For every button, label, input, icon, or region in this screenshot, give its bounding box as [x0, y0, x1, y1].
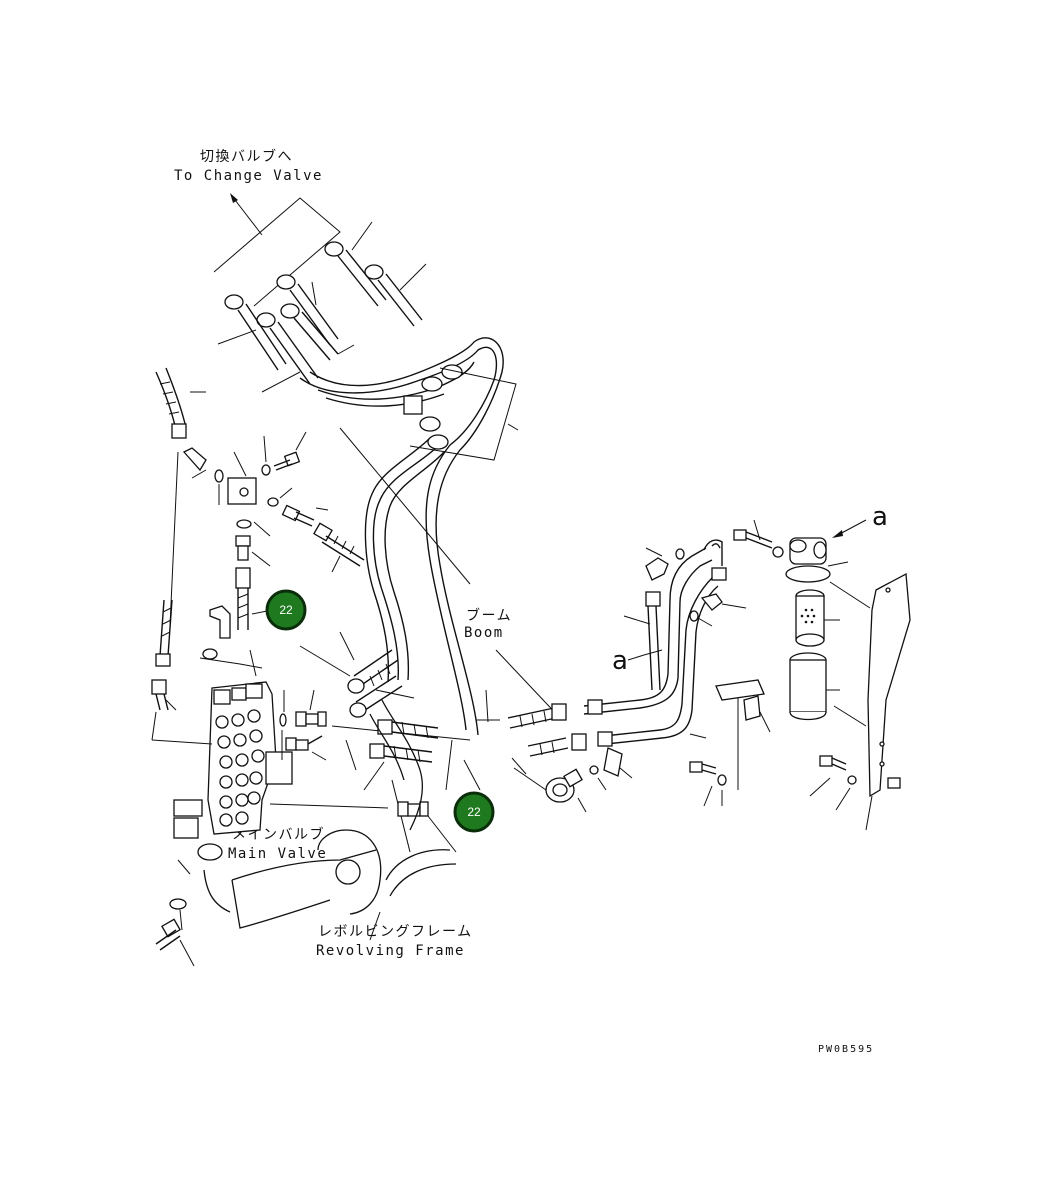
hose-clamp [421, 376, 443, 392]
hose-horizontal [369, 743, 433, 763]
filter-head [733, 519, 849, 583]
hose-to-filter [527, 733, 587, 757]
arrow-to-change-valve [230, 193, 263, 236]
hose-fitting-hatched [313, 522, 365, 567]
label-revolving-frame-jp: レボルビングフレーム [318, 924, 473, 940]
revolving-frame-outline [177, 699, 457, 941]
ref-a-top: a [872, 502, 888, 532]
straight-adapter [235, 535, 251, 561]
bolt [733, 529, 773, 549]
straight-fitting [295, 711, 327, 727]
washer [261, 464, 271, 476]
hose-to-filter [507, 703, 567, 729]
clamp-bracket [403, 395, 423, 415]
callout-number: 22 [467, 805, 481, 819]
union-fitting [397, 801, 429, 817]
ref-a-left: a [612, 646, 628, 676]
filter-case [789, 652, 840, 721]
callout-badge-22-lower[interactable]: 22 [453, 791, 495, 833]
elbow-fitting [182, 447, 207, 472]
label-to-change-valve: 切換バルブへ To Change Valve [174, 148, 323, 184]
swivel-joint [545, 768, 583, 803]
pipe-nut [711, 567, 727, 581]
right-hoses [476, 539, 727, 813]
elbow-fittings-right [645, 547, 747, 627]
ref-a-arrows [627, 519, 867, 661]
label-boom: ブーム Boom [464, 607, 512, 641]
label-revolving-frame-en: Revolving Frame [316, 943, 465, 959]
change-valve-hose-bundle [213, 197, 427, 393]
o-ring [267, 497, 279, 507]
side-bracket-plate [809, 572, 911, 831]
boom-hose-routes [299, 337, 563, 736]
center-hoses [299, 631, 481, 853]
main-valve-connectors [269, 689, 471, 809]
drain-fitting [155, 898, 195, 967]
hose-clamp [419, 416, 441, 432]
hose-end-fitting [171, 423, 187, 439]
hose-segments [237, 249, 423, 385]
washer [847, 775, 857, 785]
clamp-plate [603, 747, 623, 777]
callout-number: 22 [279, 603, 293, 617]
elbow-fitting [209, 605, 231, 639]
hose-fittings [224, 241, 384, 328]
pipe-a [623, 591, 661, 691]
o-ring [214, 469, 224, 483]
hose-clamp [441, 364, 463, 380]
label-boom-en: Boom [464, 625, 504, 641]
label-to-change-valve-en: To Change Valve [174, 168, 323, 184]
drawing-code: PW0B595 [818, 1044, 874, 1055]
label-revolving-frame: レボルビングフレーム Revolving Frame [316, 924, 473, 959]
bolt [819, 755, 847, 771]
pipe-nut [597, 731, 613, 747]
hose-clamp [427, 434, 449, 450]
filter-element [795, 589, 840, 647]
label-to-change-valve-jp: 切換バルブへ [200, 148, 293, 165]
label-main-valve-en: Main Valve [228, 846, 327, 862]
hose-horizontal [377, 719, 439, 739]
left-hose-assembly [151, 367, 365, 711]
washer [772, 546, 784, 558]
mount-bracket [689, 679, 771, 807]
hose-pair-diagonal [347, 649, 403, 718]
main-valve [151, 649, 293, 861]
bolt [273, 451, 301, 471]
o-ring [236, 519, 252, 529]
bolt [689, 761, 717, 775]
callout-badge-22-upper[interactable]: 22 [265, 589, 307, 631]
vertical-hose [235, 567, 251, 630]
o-ring [202, 648, 218, 660]
valve-spools [215, 709, 265, 827]
label-boom-jp: ブーム [466, 607, 512, 624]
adapter-fitting [281, 504, 315, 527]
washer [589, 765, 599, 775]
left-long-hose [151, 599, 173, 711]
straight-fitting [285, 735, 323, 751]
pipe-nut [587, 699, 603, 715]
